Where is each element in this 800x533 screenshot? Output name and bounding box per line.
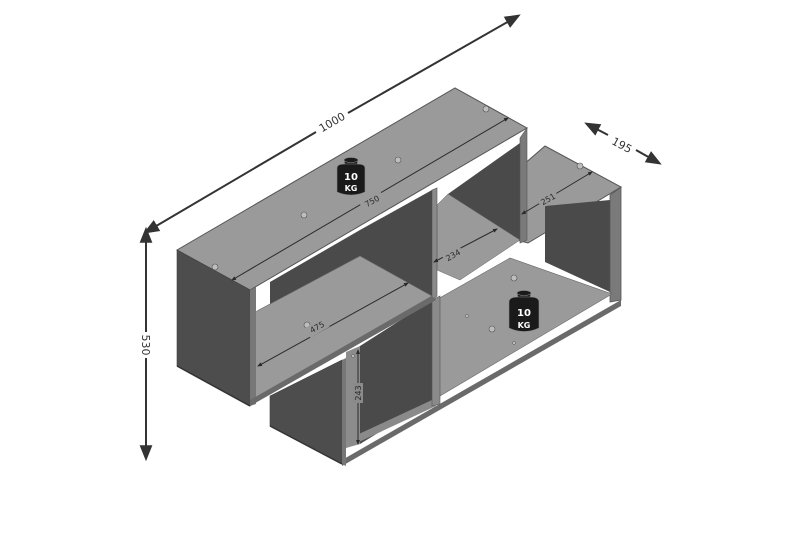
- upper-cube-right-side: [519, 127, 528, 244]
- width-arrow-b: [347, 14, 521, 114]
- weight-icon-bottom: 10 KG: [508, 290, 540, 332]
- lower-cube-bottom-edge: [342, 300, 621, 466]
- right-depth-arrow: [521, 171, 593, 215]
- upper-divider: [431, 187, 438, 301]
- width-arrow-a: [143, 131, 317, 234]
- weight-bottom-unit: KG: [518, 321, 531, 330]
- weight-top-unit: KG: [345, 184, 358, 193]
- upper-cube-front-edge: [250, 287, 256, 406]
- depth-arrow-b: [635, 149, 662, 165]
- lower-cube-right-side: [609, 186, 622, 303]
- lower-cube-front-edge: [342, 358, 346, 466]
- lower-shelf-length-arrow: [257, 282, 409, 367]
- compartment-height-label: 243: [354, 385, 363, 400]
- weight-bottom-value: 10: [517, 308, 531, 319]
- lower-cube-back-wall: [545, 200, 610, 292]
- height-label: 530: [139, 335, 152, 356]
- weight-top-value: 10: [344, 172, 358, 183]
- depth-label: 195: [609, 135, 634, 156]
- width-label: 1000: [317, 110, 348, 135]
- weight-icon-top: 10 KG: [336, 157, 366, 196]
- depth-arrow-a: [584, 122, 609, 136]
- inner-dimension-labels: 750 475 234 251 243: [304, 189, 560, 403]
- lower-divider: [431, 295, 441, 407]
- lower-left-floor: [346, 400, 436, 448]
- outer-dimension-arrows: [139, 14, 662, 462]
